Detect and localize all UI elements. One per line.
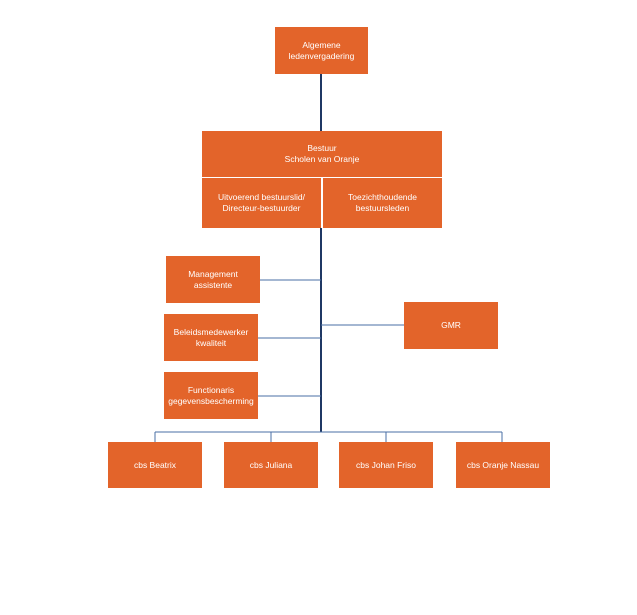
node-label-line2: gegevensbescherming bbox=[168, 395, 254, 406]
node-label-line1: Algemene bbox=[302, 39, 341, 50]
node-label-line1: Uitvoerend bestuurslid/ bbox=[218, 192, 305, 202]
node-school-juliana: cbs Juliana bbox=[224, 442, 318, 488]
node-label-line2: bestuursleden bbox=[355, 203, 410, 213]
node-beleidsmedewerker-kwaliteit: Beleidsmedewerker kwaliteit bbox=[164, 314, 258, 361]
node-label-line2: Directeur-bestuurder bbox=[222, 203, 301, 213]
node-label-line2: ledenvergadering bbox=[288, 50, 355, 61]
node-label-line2: kwaliteit bbox=[195, 337, 227, 348]
node-label: GMR bbox=[441, 320, 461, 330]
node-label-line1: Functionaris bbox=[187, 384, 235, 395]
node-school-oranje-nassau: cbs Oranje Nassau bbox=[456, 442, 550, 488]
node-gmr: GMR bbox=[404, 302, 498, 349]
node-label-line2: assistente bbox=[193, 279, 233, 290]
node-functionaris-gegevensbescherming: Functionaris gegevensbescherming bbox=[164, 372, 258, 419]
node-label: cbs Juliana bbox=[249, 459, 293, 470]
node-label: cbs Beatrix bbox=[133, 459, 177, 470]
node-algemene-ledenvergadering: Algemene ledenvergadering bbox=[275, 27, 368, 74]
node-label-line1: Management bbox=[188, 268, 238, 279]
node-label-line1: Bestuur bbox=[307, 143, 337, 153]
node-label-line1: Toezichthoudende bbox=[347, 192, 417, 202]
node-school-johan-friso: cbs Johan Friso bbox=[339, 442, 433, 488]
node-management-assistente: Management assistente bbox=[166, 256, 260, 303]
node-label: cbs Johan Friso bbox=[356, 459, 416, 470]
node-label-line1: Beleidsmedewerker bbox=[173, 326, 249, 337]
node-toezichthoudende-bestuursleden: Toezichthoudende bestuursleden bbox=[323, 178, 442, 228]
node-label-line2: Scholen van Oranje bbox=[284, 154, 360, 164]
node-label: cbs Oranje Nassau bbox=[466, 459, 540, 470]
node-uitvoerend-bestuurslid: Uitvoerend bestuurslid/ Directeur-bestuu… bbox=[202, 178, 321, 228]
node-bestuur: Bestuur Scholen van Oranje bbox=[202, 131, 442, 177]
node-school-beatrix: cbs Beatrix bbox=[108, 442, 202, 488]
